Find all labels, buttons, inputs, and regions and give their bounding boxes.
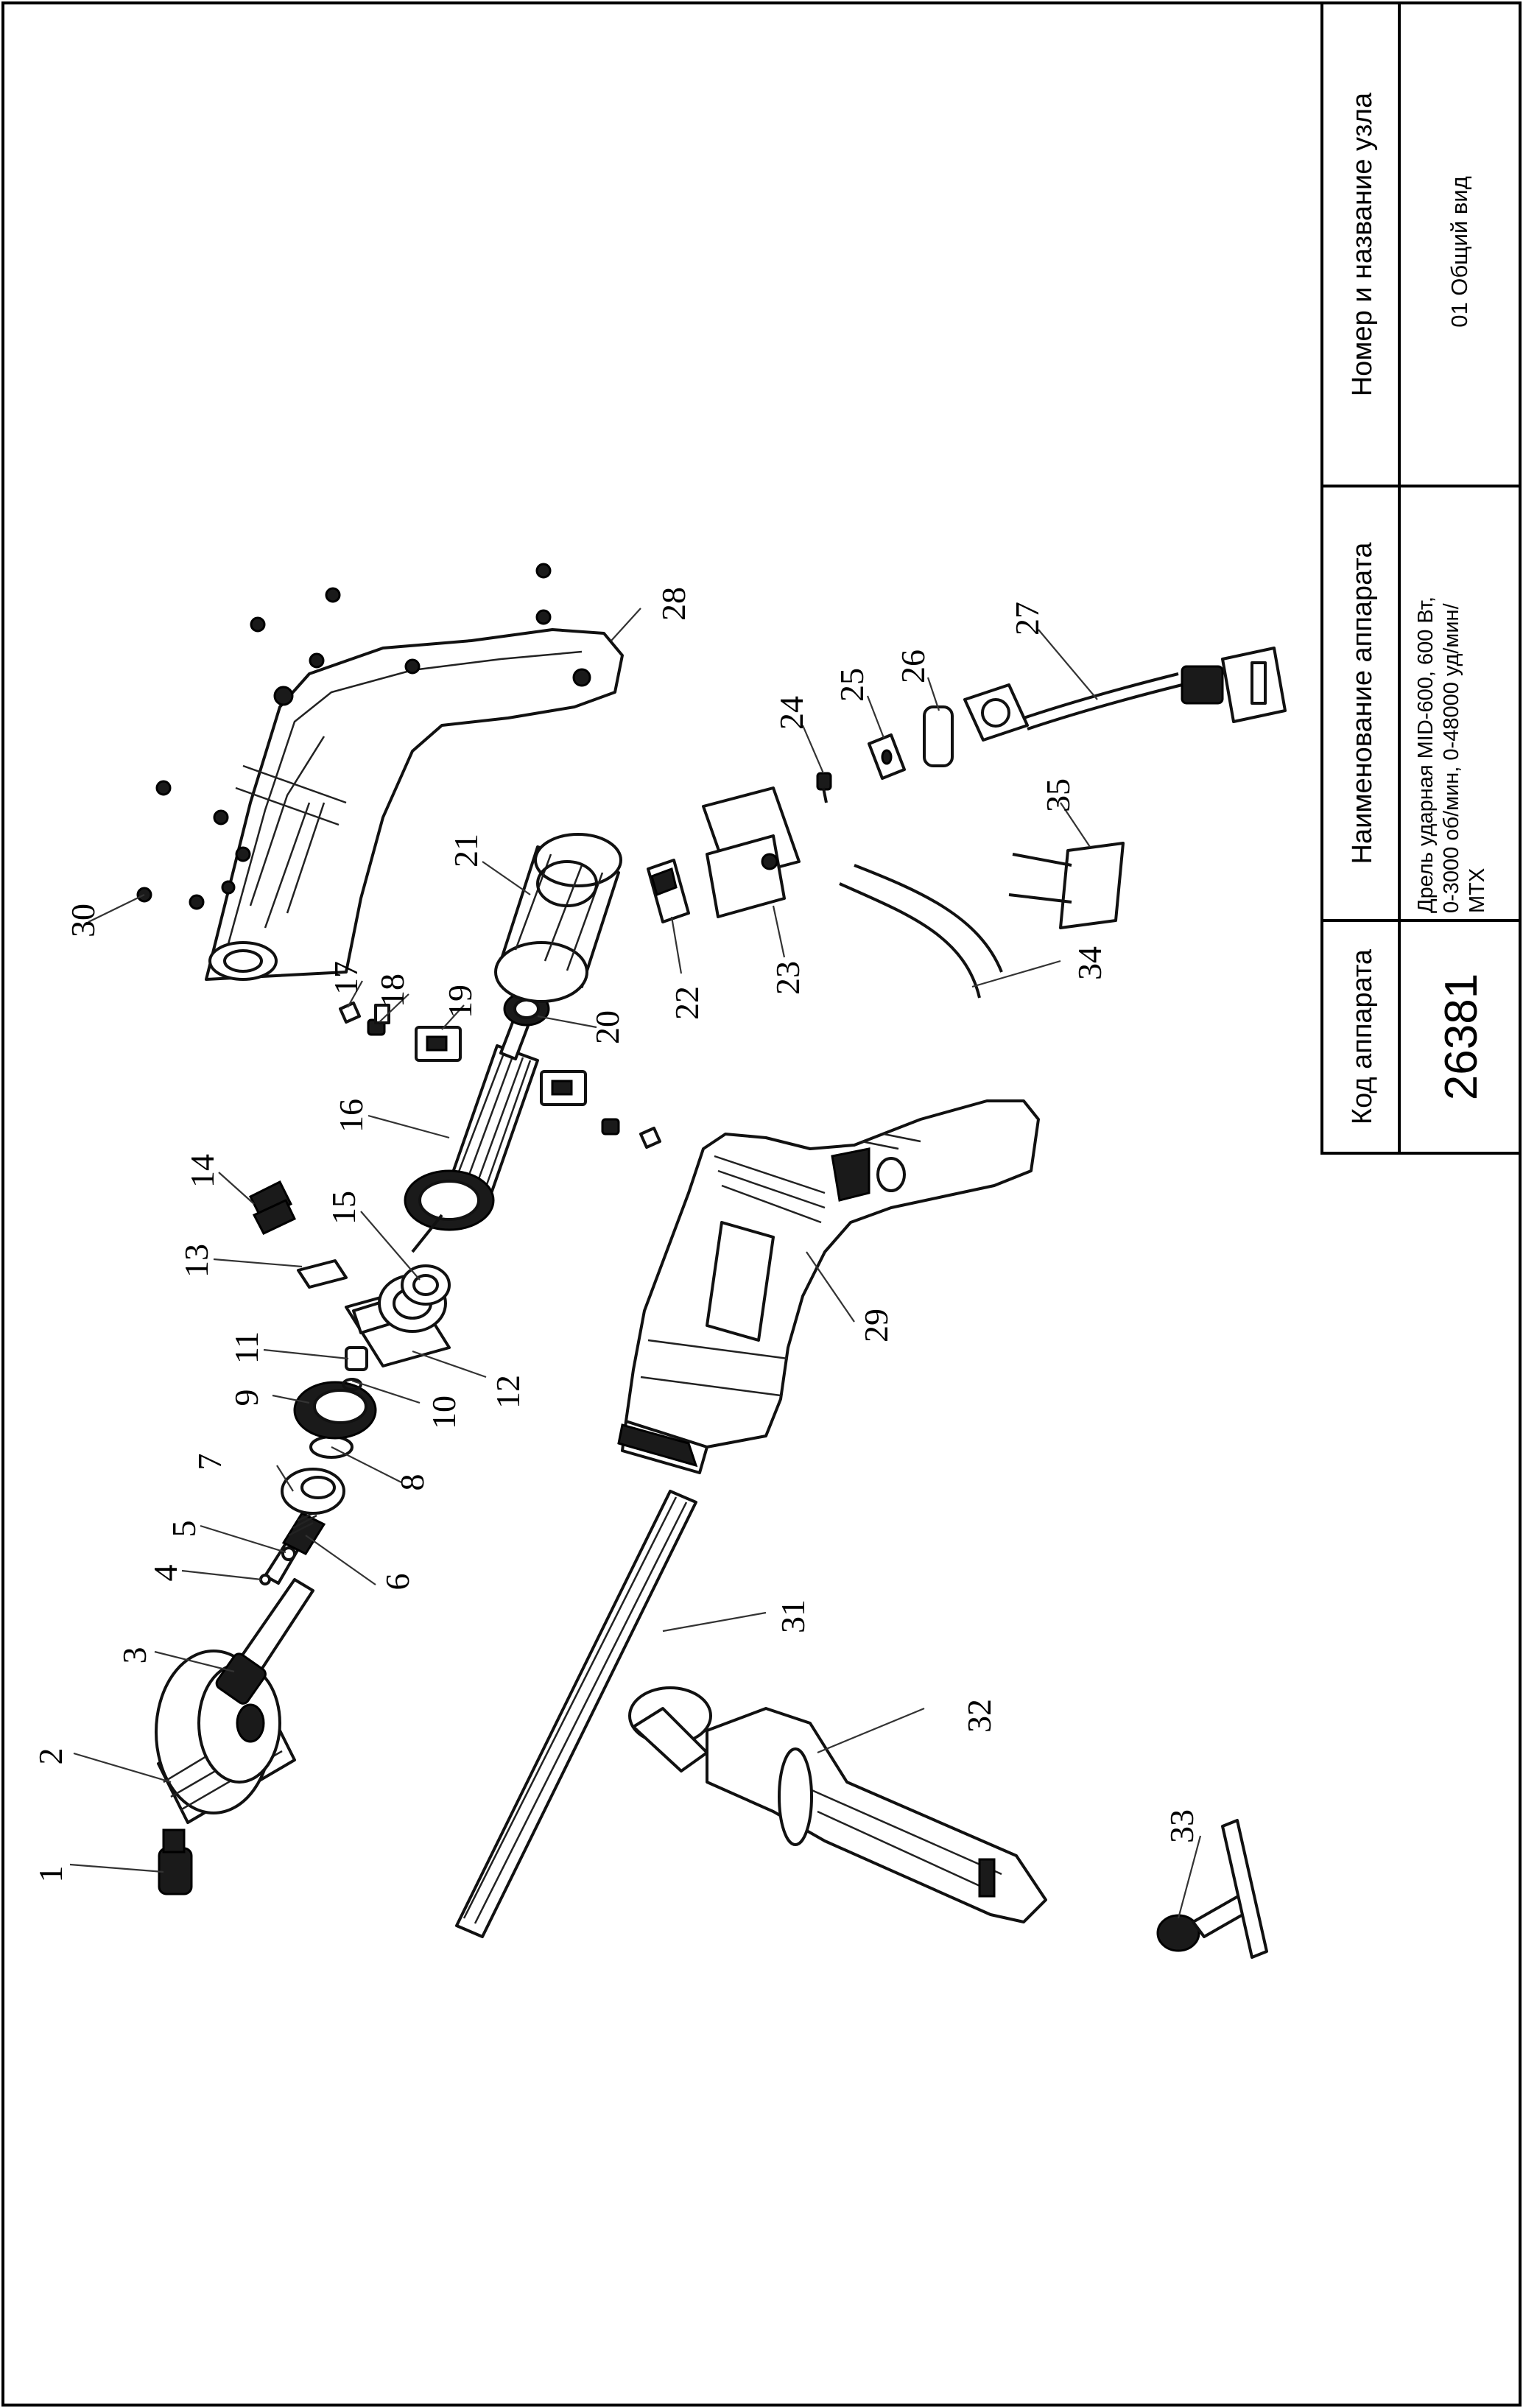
part-13-plate-icon <box>297 1259 348 1289</box>
drill-parts <box>136 563 1287 1959</box>
callout-15: 15 <box>325 1191 362 1225</box>
callout-4: 4 <box>147 1565 184 1582</box>
callout-20: 20 <box>588 1010 626 1044</box>
callout-25: 25 <box>833 668 870 702</box>
part-6-spring-icon <box>281 1508 326 1555</box>
callout-23: 23 <box>769 961 806 995</box>
callout-17: 17 <box>327 961 365 995</box>
brush-holder-right-icon <box>540 1070 661 1149</box>
callout-31: 31 <box>774 1599 812 1633</box>
callout-30: 30 <box>64 904 102 937</box>
callout-29: 29 <box>857 1309 895 1342</box>
part-12-gearbox-plate-icon <box>345 1274 451 1367</box>
part-5-ring-icon <box>281 1546 296 1561</box>
part-31-depth-gauge-icon <box>455 1490 697 1938</box>
callout-10: 10 <box>425 1395 462 1429</box>
part-29-assembled-drill-icon <box>617 1099 1040 1474</box>
callout-21: 21 <box>447 834 485 867</box>
part-33-chuck-key-icon <box>1156 1819 1268 1959</box>
title-block-code-header: Код аппарата <box>1347 948 1378 1124</box>
part-23-switch-icon <box>702 786 801 918</box>
part-7-bearing-icon <box>281 1468 345 1515</box>
callout-33: 33 <box>1163 1809 1200 1843</box>
apparatus-code: 26381 <box>1436 974 1487 1100</box>
callout-6: 6 <box>379 1574 416 1591</box>
callout-5: 5 <box>165 1521 203 1538</box>
callout-27: 27 <box>1008 602 1046 636</box>
part-24-screw-icon <box>816 772 832 803</box>
callout-1: 1 <box>32 1866 69 1883</box>
part-30-housing-screws-icon <box>136 563 552 910</box>
callout-22: 22 <box>668 986 706 1020</box>
part-28-housing-half-icon <box>205 628 624 981</box>
callout-24: 24 <box>773 696 810 730</box>
callout-numbers: 1 2 3 4 5 6 7 8 9 10 11 12 13 14 15 16 1… <box>32 587 1200 1883</box>
part-19-brush-holder-icon <box>415 1026 462 1062</box>
part-34-wires-icon <box>839 864 1003 999</box>
callout-18: 18 <box>373 974 411 1007</box>
part-16-armature-icon <box>404 1004 539 1253</box>
title-block-node-header: Номер и название узла <box>1347 92 1378 396</box>
node-name: 01 Общий вид <box>1446 176 1472 328</box>
part-3-spindle-icon <box>215 1534 314 1705</box>
part-22-switch-button-icon <box>647 859 690 923</box>
callout-19: 19 <box>441 985 479 1018</box>
callout-13: 13 <box>177 1244 215 1278</box>
part-14-clip-icon <box>248 1180 297 1235</box>
callout-26: 26 <box>894 649 932 683</box>
part-35-capacitor-icon <box>1008 842 1125 929</box>
leader-lines <box>69 608 1202 1919</box>
part-15-bearing-icon <box>401 1264 451 1306</box>
part-32-side-handle-icon <box>628 1686 1047 1923</box>
callout-34: 34 <box>1071 946 1108 980</box>
part-26-cable-protector-icon <box>923 683 1029 767</box>
callout-14: 14 <box>183 1154 221 1188</box>
part-18-carbon-brush-icon <box>367 1004 390 1036</box>
callout-9: 9 <box>228 1390 265 1407</box>
part-11-sleeve-icon <box>345 1346 368 1371</box>
part-21-stator-icon <box>494 833 622 1003</box>
callout-35: 35 <box>1039 778 1077 812</box>
title-block: Код аппарата Наименование аппарата Номер… <box>1320 1 1522 1155</box>
callout-3: 3 <box>116 1647 153 1664</box>
callout-2: 2 <box>32 1748 69 1765</box>
part-17-brush-cap-icon <box>339 1001 361 1024</box>
part-25-cable-clamp-icon <box>868 733 906 780</box>
callout-28: 28 <box>655 587 692 621</box>
callout-16: 16 <box>332 1099 370 1133</box>
title-block-name-header: Наименование аппарата <box>1347 542 1378 865</box>
callout-8: 8 <box>393 1474 431 1491</box>
callout-32: 32 <box>960 1699 998 1733</box>
callout-7: 7 <box>191 1454 228 1471</box>
apparatus-name-line-1: Дрель ударная MID-600, 600 Вт, <box>1414 596 1438 913</box>
apparatus-name-line-3: MTX <box>1466 868 1489 913</box>
part-27-power-cord-icon <box>1023 647 1287 731</box>
part-9-gear-icon <box>293 1381 377 1440</box>
apparatus-name-line-2: 0-3000 об/мин, 0-48000 уд/мин/ <box>1440 602 1463 913</box>
callout-11: 11 <box>228 1331 265 1364</box>
part-1-chuck-screw-icon <box>158 1828 193 1895</box>
callout-12: 12 <box>489 1375 527 1409</box>
part-4-steel-ball-icon <box>259 1574 271 1585</box>
